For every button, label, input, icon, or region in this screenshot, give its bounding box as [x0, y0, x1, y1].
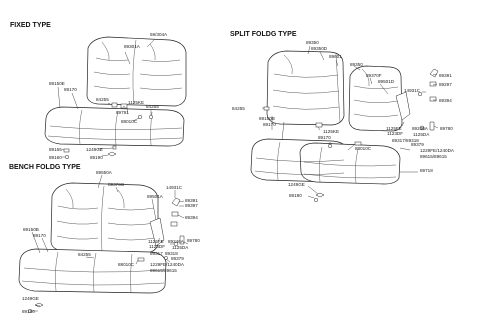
- label-f-88010C: 88010C: [121, 119, 138, 124]
- label-f-89150E: 89150E: [49, 81, 65, 86]
- label-f-89190: 89190: [90, 155, 103, 160]
- label-s-89350D: 89350D: [311, 46, 328, 51]
- label-s-89379: 89379: [411, 142, 424, 147]
- section-title-bench: BENCH FOLDG TYPE: [9, 164, 81, 171]
- label-s-89150B: 89150B: [259, 116, 275, 121]
- label-b-89394: 89394: [185, 215, 198, 220]
- label-b-1229FE: 1229FE/1240DA: [150, 262, 185, 267]
- fixed-leaders: [57, 38, 156, 158]
- label-s-1125KE: 1125KE: [323, 129, 339, 134]
- bench-side-bracket: [27, 197, 185, 314]
- label-b-89190: 89190: [22, 309, 35, 314]
- split-wide-seat-back: [266, 50, 345, 126]
- label-f-1249GE: 1249GE: [86, 147, 103, 152]
- label-s-89615: 89615/89615: [420, 154, 447, 159]
- label-b-1249GE: 1249GE: [22, 296, 39, 301]
- label-f-89791: 89791: [116, 110, 129, 115]
- label-s-89350: 89350: [306, 40, 319, 45]
- label-f-89301A: 89301A: [124, 44, 141, 49]
- label-f-59304A: 59/304A: [150, 32, 168, 37]
- bench-seat-back: [50, 182, 159, 254]
- bench-leaders: [31, 174, 189, 312]
- label-b-89317: 89317: [150, 251, 163, 256]
- label-s-89350b: 89350: [350, 62, 363, 67]
- label-f-89155: 89155: [49, 147, 62, 152]
- label-s-89170: 89170: [263, 122, 276, 127]
- label-b-89615: 89615/89615: [150, 268, 177, 273]
- label-b-89370G: 89370G: [108, 182, 125, 187]
- label-s-89394: 89394: [439, 98, 452, 103]
- split-seat-cushion: [250, 138, 401, 185]
- label-f-89160: 89160: [49, 155, 62, 160]
- label-s-84255: 84255: [232, 106, 245, 111]
- label-s-89501D: 89501D: [378, 79, 395, 84]
- label-b-89780: 89780: [187, 238, 200, 243]
- label-s-89246A: 89246A: [412, 126, 429, 131]
- label-s-89780: 89780: [440, 126, 453, 131]
- label-b-89391: 89391: [185, 198, 198, 203]
- label-f-1125KE: 1125KE: [128, 100, 144, 105]
- label-s-1123DF: 1123DF: [387, 131, 403, 136]
- label-b-1125DA: 1125DA: [172, 245, 189, 250]
- label-b-88010C: 88010C: [118, 262, 135, 267]
- label-s-89317: 89317/89318: [392, 138, 419, 143]
- fixed-seat-cushion: [44, 106, 185, 147]
- label-s-88010C: 88010C: [355, 146, 372, 151]
- split-narrow-seat-back: [348, 65, 403, 132]
- label-s-89601: 89601: [329, 54, 342, 59]
- split-leaders: [262, 45, 439, 199]
- label-s-89391: 89391: [439, 73, 452, 78]
- label-s-1249GE: 1249GE: [288, 182, 305, 187]
- label-b-84255: 84255: [78, 252, 91, 257]
- section-title-fixed: FIXED TYPE: [10, 22, 51, 29]
- label-s-89718: 89718: [420, 168, 433, 173]
- label-b-89246A: 89246A: [168, 239, 185, 244]
- label-b-89397: 89397: [185, 203, 198, 208]
- label-b-89170: 89170: [33, 233, 46, 238]
- label-s-14931C: 14931C: [404, 88, 421, 93]
- fixed-small-parts: [63, 102, 154, 160]
- fixed-seat-back: [86, 36, 187, 107]
- label-b-89150B: 89150B: [23, 227, 39, 232]
- label-s-1229FE: 1229FE/1240DA: [420, 148, 455, 153]
- label-b-14931C: 14931C: [166, 185, 183, 190]
- label-b-89379: 89379: [171, 256, 184, 261]
- label-s-89297: 89297: [439, 82, 452, 87]
- label-s-1125DA: 1125DA: [413, 132, 430, 137]
- label-b-89318: 89318: [165, 251, 178, 256]
- label-b-1123DF: 1123DF: [149, 244, 165, 249]
- label-s-89370F: 89370F: [366, 73, 382, 78]
- label-b-89550A: 89550A: [96, 170, 113, 175]
- label-s-1125FE: 1125FE: [386, 126, 402, 131]
- bench-seat-cushion: [18, 248, 167, 294]
- label-b-1125FE: 1125FE: [148, 239, 164, 244]
- label-f-89170: 89170: [64, 87, 77, 92]
- label-s-89190: 89190: [289, 193, 302, 198]
- label-b-89501A: 89501A: [147, 194, 164, 199]
- split-small-parts: [263, 68, 439, 203]
- label-f-84255b: 84255: [146, 104, 159, 109]
- section-title-split: SPLIT FOLDG TYPE: [230, 31, 297, 38]
- label-s-89170b: 89170: [318, 135, 331, 140]
- label-f-84255: 84255: [96, 97, 109, 102]
